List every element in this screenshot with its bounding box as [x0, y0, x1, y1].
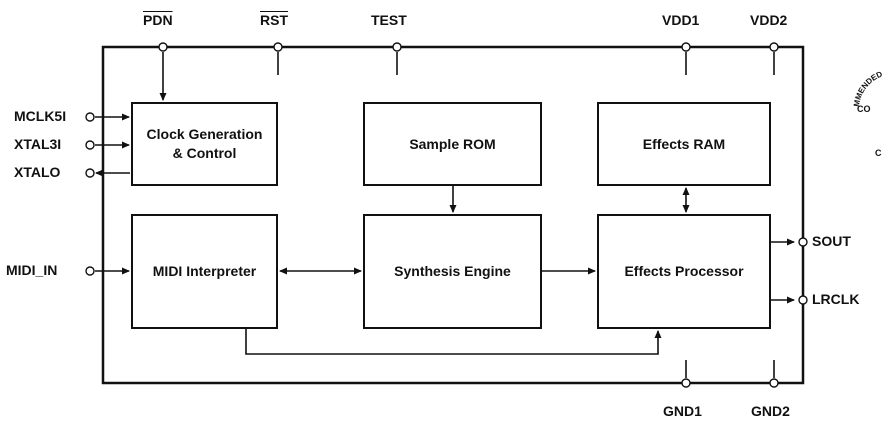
pin-mclk [85, 112, 95, 122]
effects-ram-label: Effects RAM [642, 135, 726, 152]
vdd2-label: VDD2 [750, 12, 788, 28]
sample-rom-block [363, 102, 542, 186]
xtalo-label: XTALO [14, 164, 61, 180]
mclk-label: MCLK5I [14, 108, 67, 124]
chip-outline [101, 45, 805, 385]
rst-label: RST [260, 12, 288, 28]
pin-lrclk [798, 295, 808, 305]
midi-interpreter-label: MIDI Interpreter [152, 263, 257, 279]
pin-pdn [158, 42, 168, 52]
stamp-arc-text: MMENDED [853, 69, 884, 107]
effects-ram-block [597, 102, 771, 186]
synthesis-engine-block [363, 214, 542, 329]
pin-xtal3i [85, 140, 95, 150]
pin-gnd2 [769, 378, 779, 388]
pin-sout [798, 237, 808, 247]
clock-generation-block [131, 102, 278, 186]
pin-gnd1 [681, 378, 691, 388]
clock-generation-line2: & Control [172, 145, 237, 161]
sample-rom-label: Sample ROM [409, 135, 496, 152]
synthesis-engine-label: Synthesis Engine [394, 263, 511, 279]
clock-generation-line1: Clock Generation [146, 126, 263, 142]
pin-rst [273, 42, 283, 52]
pin-vdd2 [769, 42, 779, 52]
effects-processor-label: Effects Processor [624, 263, 744, 279]
test-label: TEST [371, 12, 407, 28]
stamp-arc-text-2: CO [857, 104, 871, 114]
pin-midi-in [85, 266, 95, 276]
gnd2-label: GND2 [751, 403, 790, 419]
sout-label: SOUT [812, 233, 851, 249]
pin-xtalo [85, 168, 95, 178]
pdn-label: PDN [143, 12, 173, 28]
vdd1-label: VDD1 [662, 12, 700, 28]
pin-vdd1 [681, 42, 691, 52]
clock-generation-label: Clock Generation & Control [132, 103, 277, 185]
stamp-bottom-text: C [875, 148, 882, 158]
midi-interpreter-block [131, 214, 278, 329]
svg-text:MMENDED: MMENDED [853, 69, 884, 107]
pin-test [392, 42, 402, 52]
recommended-stamp: MMENDED CO C [853, 52, 890, 162]
xtal3i-label: XTAL3I [14, 136, 62, 152]
effects-processor-block [597, 214, 771, 329]
gnd1-label: GND1 [663, 403, 702, 419]
lrclk-label: LRCLK [812, 291, 860, 307]
midi-in-label: MIDI_IN [6, 262, 58, 278]
